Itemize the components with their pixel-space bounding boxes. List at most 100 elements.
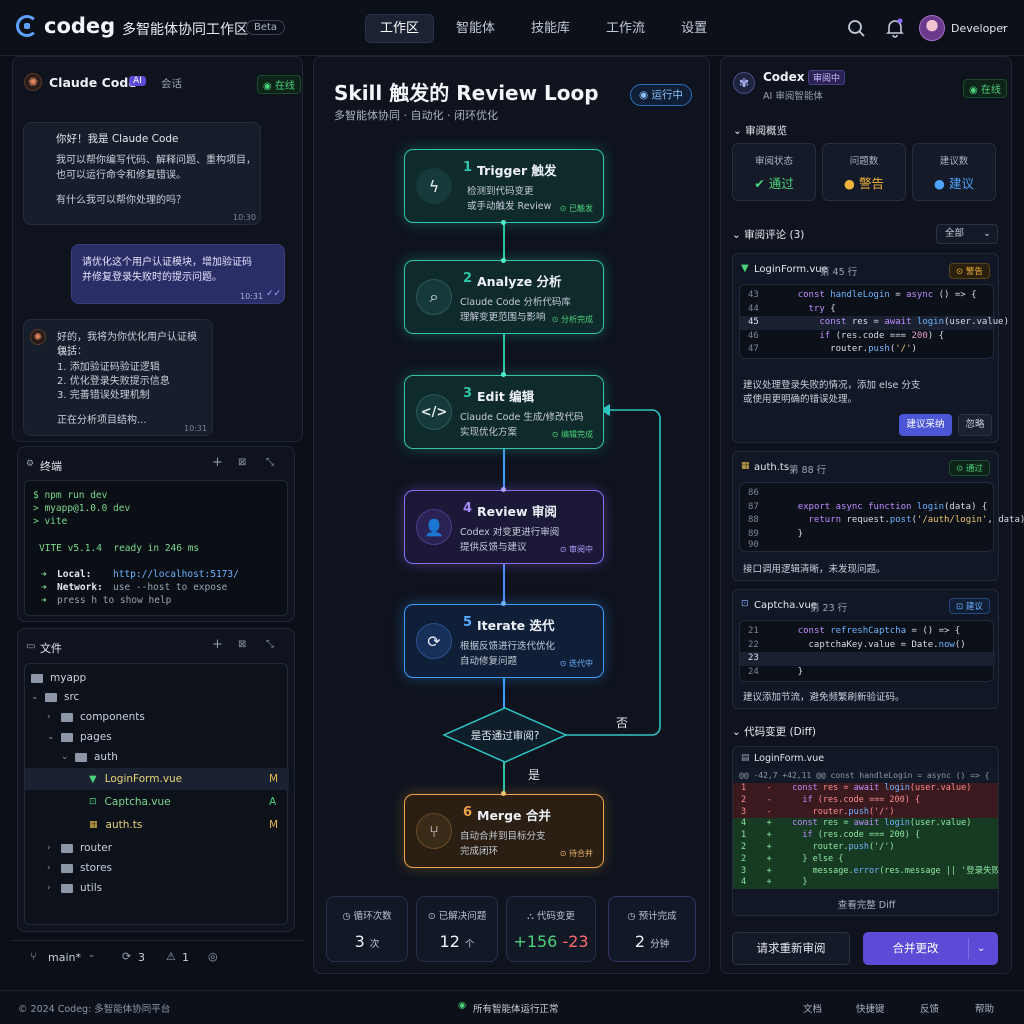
folder-icon: ▭ bbox=[26, 641, 36, 652]
folder-icon bbox=[31, 673, 43, 683]
reviewer-name: Codex bbox=[763, 70, 805, 84]
step-analyze[interactable]: ⌕ 2 Analyze 分析 Claude Code 分析代码库 理解变更范围与… bbox=[404, 260, 604, 334]
workflow-title: Skill 触发的 Review Loop bbox=[334, 81, 599, 105]
notification-icon[interactable]: ◎ bbox=[208, 950, 218, 963]
step-desc: Claude Code 分析代码库 bbox=[460, 297, 571, 308]
split-icon[interactable]: ⊠ bbox=[238, 457, 247, 468]
ignore-button[interactable]: 忽略 bbox=[958, 414, 992, 436]
step-edit[interactable]: </> 3 Edit 编辑 Claude Code 生成/修改代码 实现优化方案… bbox=[404, 375, 604, 449]
tree-item-myapp[interactable]: myapp bbox=[25, 668, 86, 688]
comments-section-header[interactable]: ⌄ 审阅评论 (3) bbox=[732, 229, 805, 241]
nav-tab-workflow[interactable]: 工作流 bbox=[606, 21, 646, 36]
step-iterate[interactable]: ⟳ 5 Iterate 迭代 根据反馈进行迭代优化 自动修复问题 ⊙ 迭代中 bbox=[404, 604, 604, 678]
branch-name[interactable]: main* bbox=[48, 951, 81, 964]
merge-changes-button[interactable]: 合并更改 ⌄ bbox=[863, 932, 998, 965]
overview-suggestion-count: 建议数 ● 建议 bbox=[912, 143, 996, 201]
folder-icon bbox=[61, 883, 73, 893]
arrow-icon: ➜ bbox=[41, 582, 47, 593]
tree-item-components[interactable]: ›components bbox=[47, 711, 145, 723]
vue-file-icon: ⊡ bbox=[89, 797, 97, 807]
step-trigger[interactable]: ϟ 1 Trigger 触发 检测到代码变更 或手动触发 Review ⊙ 已触… bbox=[404, 149, 604, 223]
workflow-subtitle: 多智能体协同 · 自动化 · 闭环优化 bbox=[334, 109, 498, 122]
footer-link-shortcuts[interactable]: 快捷键 bbox=[856, 1004, 885, 1015]
branch-chevron-icon[interactable]: ⌄ bbox=[88, 950, 96, 960]
tree-item-router[interactable]: ›router bbox=[47, 842, 113, 854]
bell-icon[interactable] bbox=[884, 17, 906, 39]
chevron-down-icon: ⌄ bbox=[732, 726, 741, 738]
chevron-right-icon: › bbox=[47, 843, 51, 853]
chevron-down-icon: ⌄ bbox=[31, 692, 39, 702]
comment-file[interactable]: LoginForm.vue bbox=[754, 264, 828, 275]
step-desc: 自动合并到目标分支 bbox=[460, 831, 546, 842]
terminal-output[interactable]: $ npm run dev > myapp@1.0.0 dev > vite V… bbox=[24, 480, 288, 616]
reviewer-user-icon: 👤 bbox=[416, 509, 452, 545]
nav-tab-settings[interactable]: 设置 bbox=[681, 21, 708, 36]
user-menu-chevron-icon[interactable]: ⌄ bbox=[1000, 21, 1008, 31]
nav-tab-workspace[interactable]: 工作区 bbox=[365, 14, 435, 43]
tree-item-auth[interactable]: ⌄auth bbox=[61, 751, 118, 763]
git-status-modified: M bbox=[269, 819, 279, 831]
session-tab[interactable]: 会话 bbox=[161, 78, 182, 90]
decision-yes: 是 bbox=[528, 768, 541, 782]
folder-icon bbox=[61, 712, 73, 722]
git-status-modified: M bbox=[269, 773, 279, 785]
user-name[interactable]: Developer bbox=[951, 22, 1008, 35]
step-status: ⊙ 待合并 bbox=[559, 849, 593, 858]
tree-item-pages[interactable]: ⌄pages bbox=[47, 731, 112, 743]
comment-text: 或使用更明确的错误处理。 bbox=[743, 394, 858, 405]
step-desc: Claude Code 生成/修改代码 bbox=[460, 412, 584, 423]
comment-filter-select[interactable]: 全部⌄ bbox=[936, 224, 998, 244]
app-logo[interactable]: codeg bbox=[16, 14, 115, 38]
new-file-icon[interactable]: + bbox=[212, 637, 223, 652]
footer-link-docs[interactable]: 文档 bbox=[803, 1004, 823, 1015]
request-rereview-button[interactable]: 请求重新审阅 bbox=[732, 932, 850, 965]
footer-link-help[interactable]: 帮助 bbox=[975, 1004, 995, 1015]
status-dot-icon: ◉ bbox=[458, 1000, 467, 1011]
code-snippet: 21 const refreshCaptcha = () => { 22 cap… bbox=[739, 620, 995, 682]
nav-tab-skills[interactable]: 技能库 bbox=[531, 21, 571, 36]
diff-section-header[interactable]: ⌄ 代码变更 (Diff) bbox=[732, 726, 816, 738]
diff-file-name[interactable]: LoginForm.vue bbox=[754, 753, 825, 764]
tree-item-utils[interactable]: ›utils bbox=[47, 882, 103, 894]
comment-file[interactable]: Captcha.vue bbox=[754, 600, 817, 611]
refresh-icon[interactable]: ⊠ bbox=[238, 639, 247, 650]
warning-count[interactable]: 1 bbox=[182, 951, 189, 964]
nav-tab-agents[interactable]: 智能体 bbox=[456, 21, 496, 36]
terminal-line: > vite bbox=[33, 516, 68, 527]
running-status-badge: ◉ 运行中 bbox=[630, 84, 693, 106]
step-desc: 完成闭环 bbox=[460, 846, 499, 857]
comment-line: 第 23 行 bbox=[810, 603, 848, 614]
user-message: 请优化这个用户认证模块，增加验证码 并修复登录失败时的提示问题。 10:31 ✓… bbox=[71, 244, 285, 304]
view-full-diff-link[interactable]: 查看完整 Diff bbox=[837, 900, 896, 911]
git-merge-icon: ⑂ bbox=[416, 813, 452, 849]
collapse-icon[interactable]: ⤡ bbox=[266, 639, 274, 650]
step-review[interactable]: 👤 4 Review 审阅 Codex 对变更进行审阅 提供反馈与建议 ⊙ 审阅… bbox=[404, 490, 604, 564]
message-line: 请优化这个用户认证模块，增加验证码 bbox=[82, 257, 252, 268]
left-status-bar: ⑂ main* ⌄ ⟳ 3 ⚠ 1 ◎ bbox=[12, 940, 303, 974]
add-terminal-icon[interactable]: + bbox=[212, 455, 223, 470]
info-circle-icon: ● bbox=[934, 176, 945, 191]
sync-count[interactable]: 3 bbox=[138, 951, 145, 964]
tree-item-stores[interactable]: ›stores bbox=[47, 862, 113, 874]
review-comment: ▦ auth.ts 第 88 行 ⊙ 通过 86 87 export async… bbox=[732, 451, 1024, 581]
message-line: 1. 添加验证码验证逻辑 bbox=[57, 362, 160, 373]
user-avatar[interactable] bbox=[919, 15, 945, 41]
code-snippet: 86 87 export async function login(data) … bbox=[739, 482, 1024, 552]
step-status: ⊙ 迭代中 bbox=[559, 659, 593, 668]
message-line: 2. 优化登录失败提示信息 bbox=[57, 376, 170, 387]
chevron-down-icon[interactable]: ⌄ bbox=[977, 943, 986, 954]
collapse-icon[interactable]: ⤡ bbox=[266, 457, 274, 468]
footer-link-feedback[interactable]: 反馈 bbox=[920, 1004, 940, 1015]
step-desc: 实现优化方案 bbox=[460, 427, 518, 438]
comment-file[interactable]: auth.ts bbox=[754, 462, 790, 473]
search-icon: ⌕ bbox=[416, 279, 452, 315]
step-merge[interactable]: ⑂ 6 Merge 合并 自动合并到目标分支 完成闭环 ⊙ 待合并 bbox=[404, 794, 604, 868]
claude-logo-icon: ✺ bbox=[24, 73, 42, 91]
accept-suggestion-button[interactable]: 建议采纳 bbox=[899, 414, 952, 436]
search-icon[interactable] bbox=[846, 18, 868, 40]
overview-section-header[interactable]: ⌄ 审阅概览 bbox=[733, 125, 788, 137]
tree-item-src[interactable]: ⌄src bbox=[31, 691, 80, 703]
